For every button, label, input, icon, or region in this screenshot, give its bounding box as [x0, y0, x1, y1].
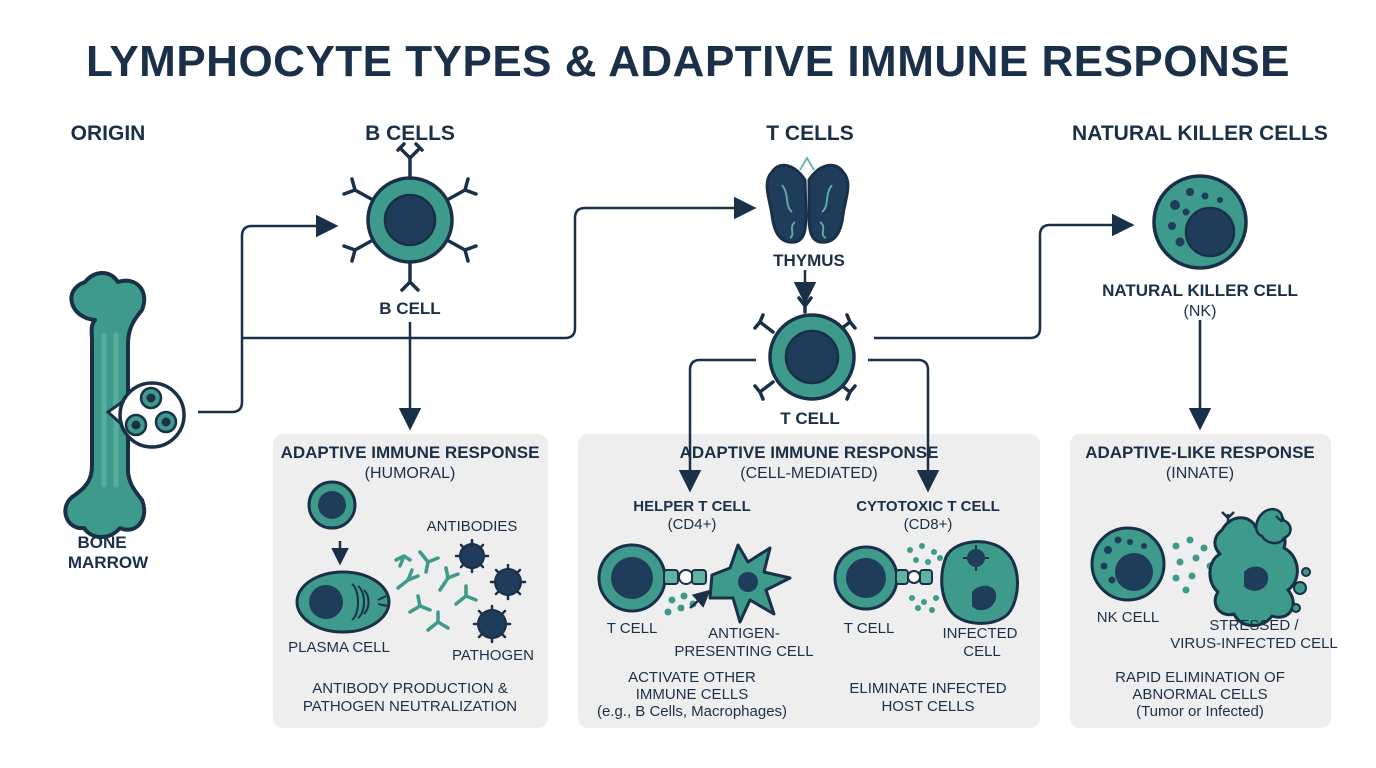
bone-icon	[63, 271, 186, 539]
nk-small-label: NK CELL	[1097, 609, 1160, 626]
cell-mediated-heading: ADAPTIVE IMMUNE RESPONSE	[680, 443, 939, 462]
cytotoxic-t-cell-label: T CELL	[844, 620, 895, 637]
antibodies-label: ANTIBODIES	[427, 518, 518, 535]
helper-desc-3: (e.g., B Cells, Macrophages)	[597, 703, 787, 720]
infected-cell-icon	[940, 540, 1019, 625]
humoral-desc-1: ANTIBODY PRODUCTION &	[312, 680, 508, 697]
b-cell-icon	[342, 142, 478, 292]
apc-label-2: PRESENTING CELL	[674, 643, 813, 660]
cytotoxic-desc-2: HOST CELLS	[881, 698, 974, 715]
innate-desc-2: ABNORMAL CELLS	[1132, 686, 1267, 703]
cytotoxic-t-title: CYTOTOXIC T CELL	[856, 498, 1000, 515]
helper-t-title: HELPER T CELL	[633, 498, 751, 515]
helper-t-cell-icon	[597, 543, 707, 613]
nk-cell-small-icon	[1090, 526, 1166, 602]
nk-cell-label-2: (NK)	[1184, 303, 1217, 320]
thymus-icon	[765, 156, 850, 244]
innate-heading: ADAPTIVE-LIKE RESPONSE	[1085, 443, 1315, 462]
b-cell-label: B CELL	[379, 299, 440, 318]
cell-mediated-sub: (CELL-MEDIATED)	[740, 465, 878, 482]
nk-cell-icon	[1152, 174, 1248, 270]
humoral-sub: (HUMORAL)	[365, 465, 456, 482]
cell-mediated-panel	[578, 434, 1040, 728]
cytotoxic-t-cell-icon	[833, 545, 933, 611]
antigen-presenting-cell-icon	[708, 543, 792, 624]
helper-t-sub: (CD4+)	[668, 516, 717, 533]
humoral-heading: ADAPTIVE IMMUNE RESPONSE	[281, 443, 540, 462]
innate-desc-1: RAPID ELIMINATION OF	[1115, 669, 1285, 686]
cytotoxic-desc-1: ELIMINATE INFECTED	[849, 680, 1006, 697]
stressed-label-1: STRESSED /	[1209, 617, 1299, 634]
column-b-cells: B CELLS	[365, 122, 455, 145]
pathogen-icon	[454, 538, 527, 644]
nk-cell-label-1: NATURAL KILLER CELL	[1102, 281, 1298, 300]
infected-cell-label-2: CELL	[963, 643, 1001, 660]
t-cell-icon	[753, 296, 857, 401]
helper-desc-2: IMMUNE CELLS	[636, 686, 749, 703]
column-nk-cells: NATURAL KILLER CELLS	[1072, 122, 1328, 145]
connector-arrows	[198, 196, 1212, 493]
helper-activation-arrow	[689, 589, 711, 609]
page-title: LYMPHOCYTE TYPES & ADAPTIVE IMMUNE RESPO…	[86, 37, 1290, 86]
infected-cell-label-1: INFECTED	[943, 625, 1018, 642]
apc-label-1: ANTIGEN-	[708, 625, 780, 642]
innate-desc-3: (Tumor or Infected)	[1136, 703, 1264, 720]
innate-panel	[1070, 434, 1331, 728]
t-cell-label: T CELL	[780, 409, 840, 428]
pathogen-label: PATHOGEN	[452, 647, 534, 664]
column-origin: ORIGIN	[71, 122, 146, 145]
helper-t-cell-label: T CELL	[607, 620, 658, 637]
thymus-label: THYMUS	[773, 251, 845, 270]
column-t-cells: T CELLS	[766, 122, 854, 145]
stressed-label-2: VIRUS-INFECTED CELL	[1170, 635, 1338, 652]
antibodies-icon	[394, 550, 478, 632]
stressed-cell-icon	[1208, 508, 1311, 627]
nk-granule-dots	[1172, 536, 1214, 594]
bone-marrow-label-1: BONE	[77, 533, 126, 552]
b-cell-small-icon	[307, 480, 357, 530]
cytotoxic-t-sub: (CD8+)	[904, 516, 953, 533]
humoral-desc-2: PATHOGEN NEUTRALIZATION	[303, 698, 517, 715]
helper-desc-1: ACTIVATE OTHER	[628, 669, 756, 686]
bone-marrow-label-2: MARROW	[68, 553, 149, 572]
innate-sub: (INNATE)	[1166, 465, 1234, 482]
plasma-cell-label: PLASMA CELL	[288, 639, 390, 656]
cytotoxic-granule-dots	[907, 543, 943, 613]
plasma-cell-icon	[295, 570, 391, 634]
